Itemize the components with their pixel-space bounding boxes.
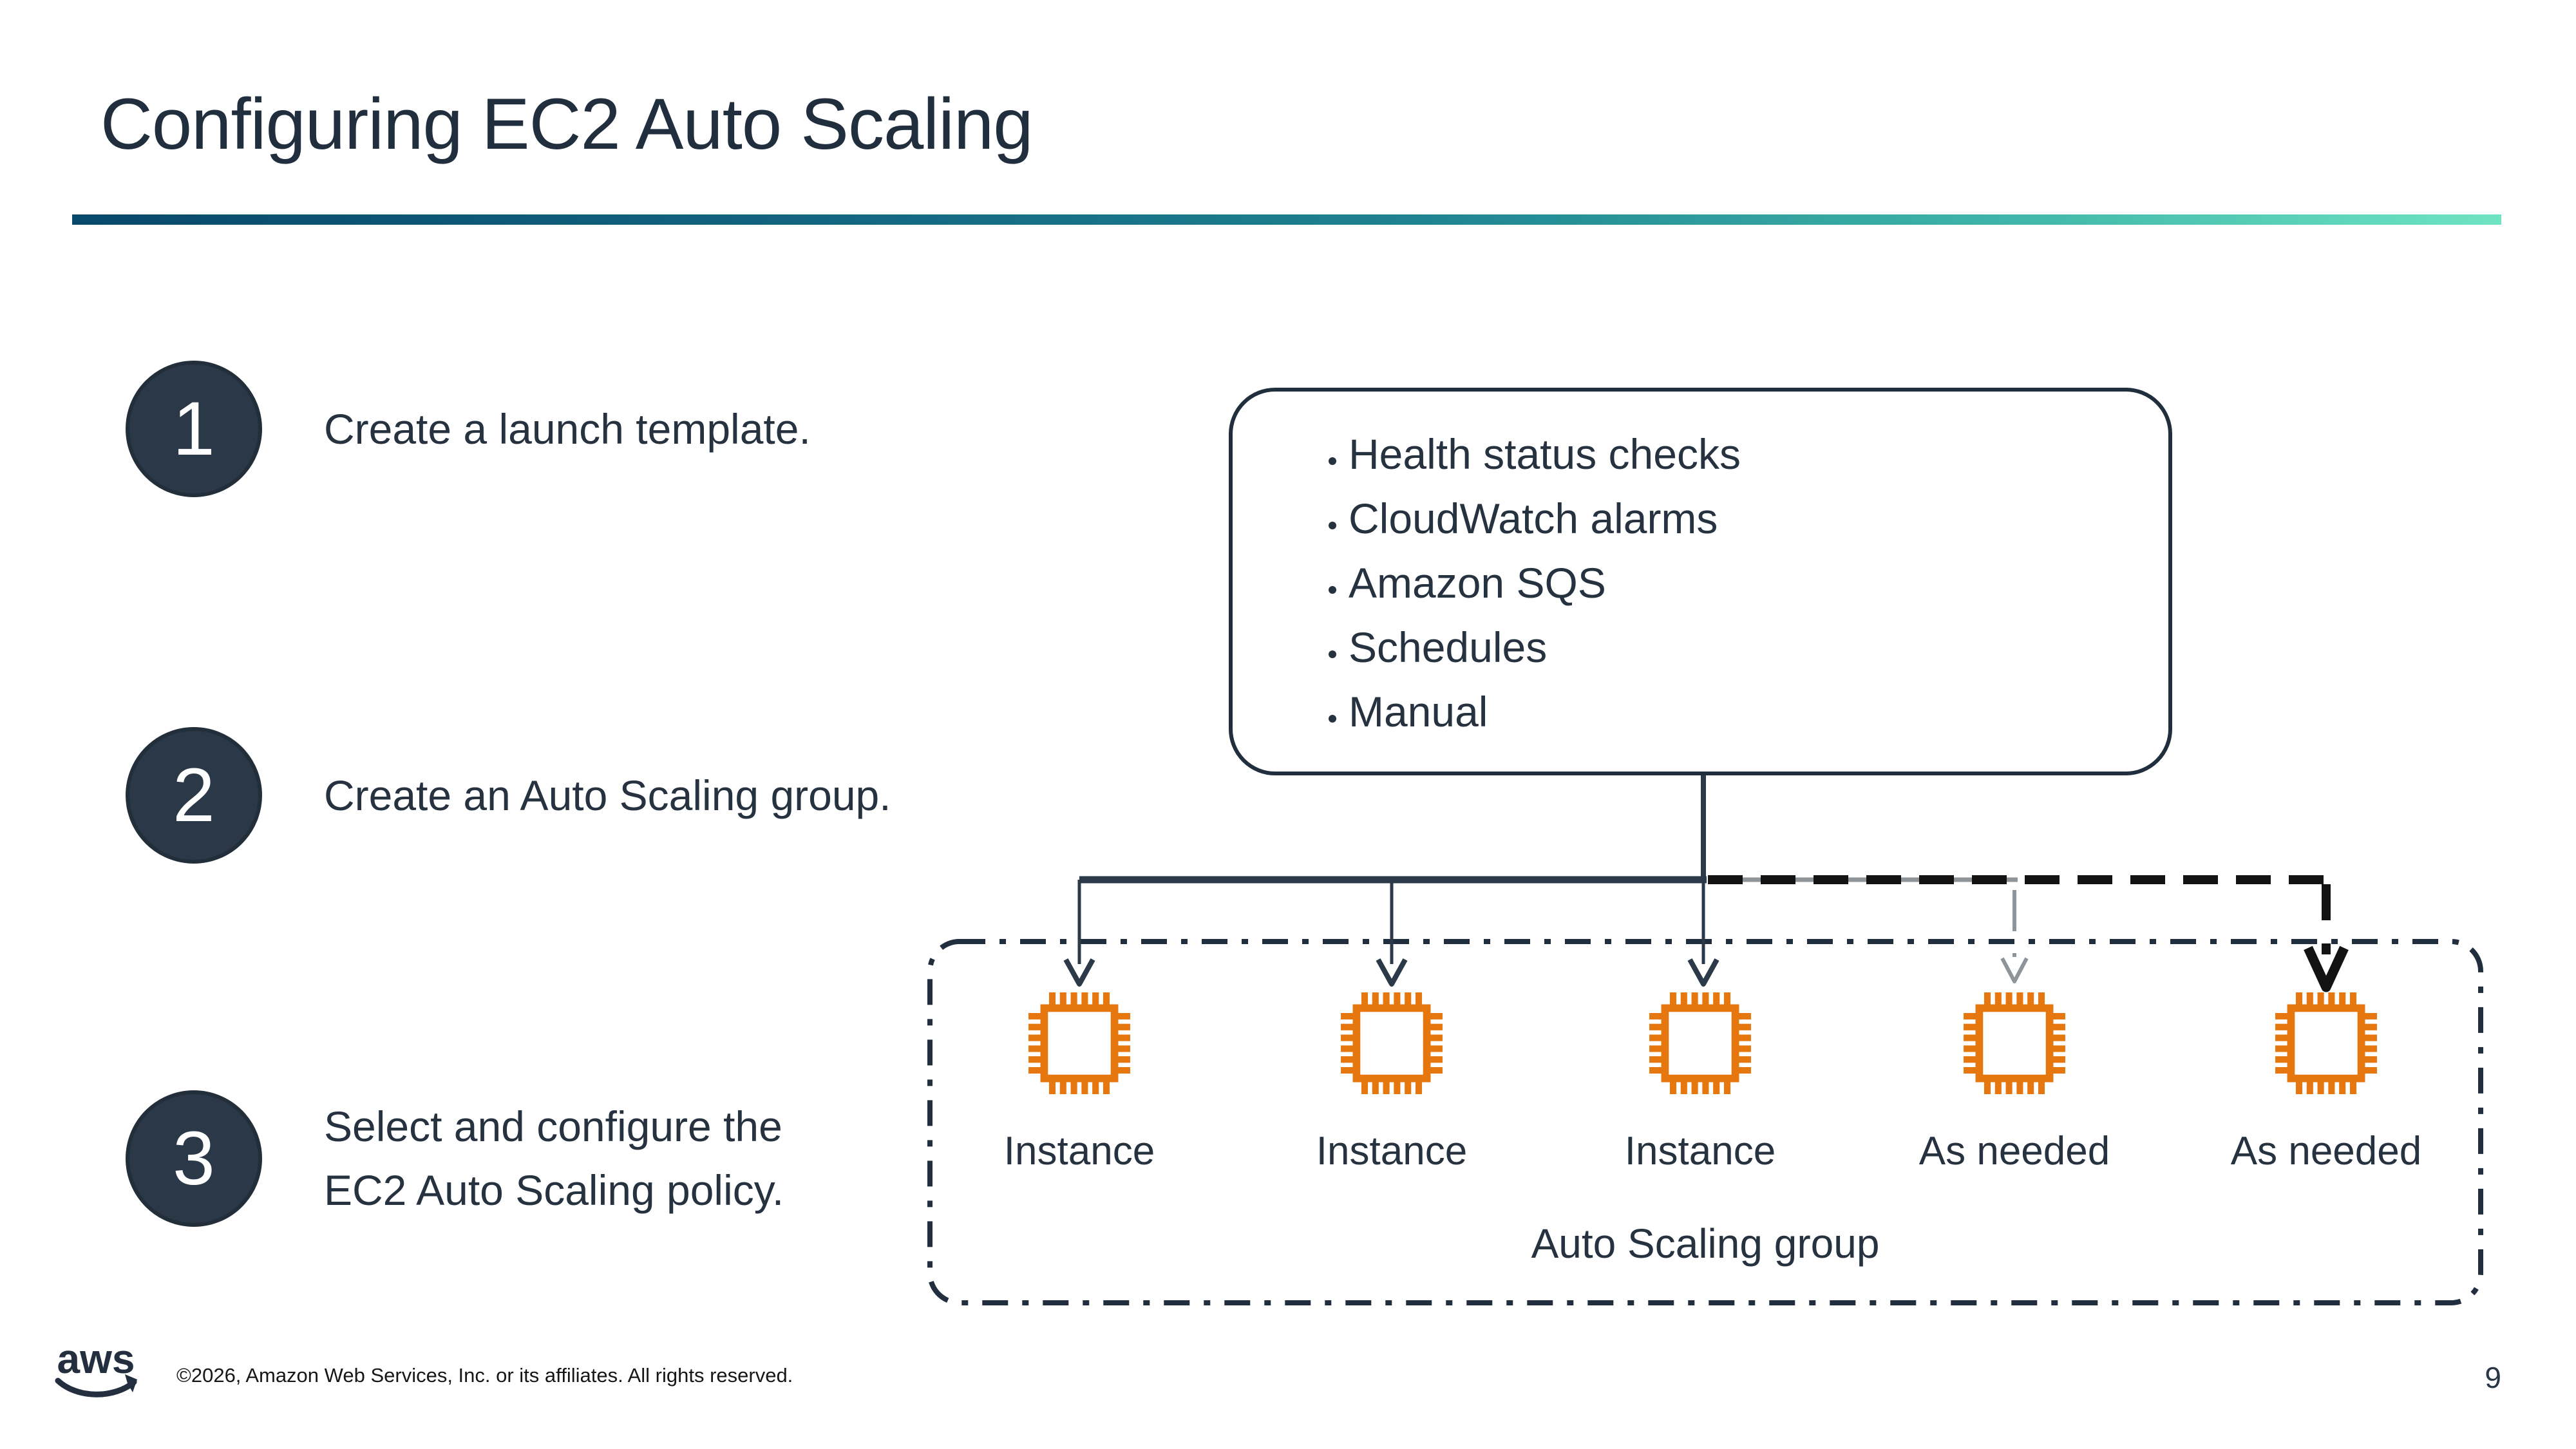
step-3-text: Select and configure the EC2 Auto Scalin… — [324, 1095, 784, 1222]
scaling-option-item: Schedules — [1349, 626, 2168, 668]
step-3: 3 Select and configure the EC2 Auto Scal… — [126, 1090, 784, 1227]
title-underline — [72, 214, 2501, 225]
ec2-instance-icon — [1028, 992, 1130, 1094]
aws-smile-arrowhead — [125, 1374, 137, 1392]
ec2-instance-icon — [1964, 992, 2065, 1094]
step-2-line: Create an Auto Scaling group. — [324, 771, 891, 819]
step-2: 2 Create an Auto Scaling group. — [126, 727, 891, 864]
scaling-option-item: Manual — [1349, 690, 2168, 733]
step-3-number: 3 — [173, 1116, 215, 1201]
step-1-number: 1 — [173, 386, 215, 471]
scaling-option-item: CloudWatch alarms — [1349, 497, 2168, 540]
node-label-instance-3: Instance — [1624, 1129, 1776, 1173]
scaling-options-list: Health status checks CloudWatch alarms A… — [1233, 392, 2168, 733]
arrowhead-instance-3 — [1687, 958, 1719, 987]
arrowhead-instance-2 — [1376, 958, 1408, 987]
step-3-line-2: EC2 Auto Scaling policy. — [324, 1166, 784, 1214]
scaling-option-item: Health status checks — [1349, 433, 2168, 475]
aws-logo: aws — [55, 1336, 137, 1397]
copyright-text: ©2026, Amazon Web Services, Inc. or its … — [176, 1364, 793, 1387]
step-2-text: Create an Auto Scaling group. — [324, 764, 891, 828]
step-1-text: Create a launch template. — [324, 397, 811, 461]
auto-scaling-group-label: Auto Scaling group — [1531, 1220, 1880, 1267]
step-1: 1 Create a launch template. — [126, 361, 811, 497]
step-3-line-1: Select and configure the — [324, 1103, 782, 1150]
arrowhead-as-needed-1 — [2000, 957, 2029, 983]
node-label-as-needed-2: As needed — [2230, 1129, 2422, 1173]
step-2-number: 2 — [173, 753, 215, 838]
step-2-circle: 2 — [126, 727, 262, 864]
node-label-instance-2: Instance — [1316, 1129, 1468, 1173]
arrowhead-as-needed-2 — [2304, 945, 2349, 992]
ec2-instance-icon — [1649, 992, 1751, 1094]
aws-smile-icon — [55, 1378, 137, 1397]
page-number: 9 — [2485, 1361, 2501, 1394]
step-1-line: Create a launch template. — [324, 404, 811, 453]
node-label-as-needed-1: As needed — [1918, 1129, 2110, 1173]
step-1-circle: 1 — [126, 361, 262, 497]
page-title: Configuring EC2 Auto Scaling — [100, 84, 1034, 164]
ec2-instance-icon — [2275, 992, 2377, 1094]
step-3-circle: 3 — [126, 1090, 262, 1227]
ec2-instance-icon — [1341, 992, 1443, 1094]
arrowhead-instance-1 — [1063, 958, 1095, 987]
node-label-instance-1: Instance — [1003, 1129, 1155, 1173]
scaling-option-item: Amazon SQS — [1349, 562, 2168, 604]
aws-logo-text: aws — [57, 1336, 135, 1382]
scaling-options-box: Health status checks CloudWatch alarms A… — [1229, 388, 2172, 775]
